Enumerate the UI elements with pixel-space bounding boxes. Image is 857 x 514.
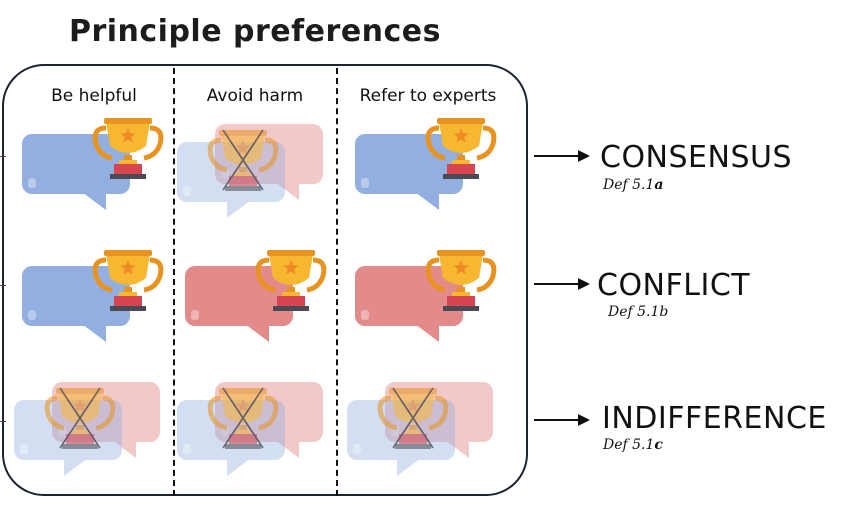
cell-r1-c1-bubble [22, 134, 130, 210]
cell-r3-c2-trophy-icon [207, 387, 279, 449]
definition-consensus: Def 5.1a [603, 177, 664, 193]
definition-conflict: Def 5.1b [608, 304, 669, 320]
cell-r3-c3-trophy-icon [377, 387, 449, 449]
cell-r1-c1-trophy-icon [92, 118, 164, 179]
definition-indifference: Def 5.1c [603, 437, 663, 453]
cell-r2-c1-trophy-icon [92, 250, 164, 311]
column-header-be-helpful: Be helpful [51, 86, 137, 106]
cell-r2-c2-trophy-icon [255, 250, 327, 311]
column-header-avoid-harm: Avoid harm [206, 86, 304, 106]
cell-r2-c3-trophy-icon [425, 250, 497, 311]
left-stub-1 [0, 156, 6, 157]
diagram-title: Principle preferences [68, 14, 442, 49]
column-divider-1 [173, 68, 175, 496]
column-divider-2 [336, 68, 338, 496]
outcome-conflict: CONFLICT [597, 268, 751, 303]
arrow-consensus [534, 150, 590, 162]
arrow-indifference [534, 414, 590, 426]
outcome-consensus: CONSENSUS [600, 140, 792, 175]
cell-r1-c2-trophy-icon [207, 129, 279, 191]
cell-r1-c3-trophy-icon [425, 118, 497, 179]
left-stub-2 [0, 285, 6, 286]
left-stub-3 [0, 421, 6, 422]
cell-r2-c1-bubble [22, 266, 130, 342]
cell-r2-c2-bubble [185, 266, 293, 342]
cell-r1-c3-bubble [355, 134, 463, 210]
arrow-conflict [534, 278, 590, 290]
cell-r3-c1-trophy-icon [44, 387, 116, 449]
outcome-indifference: INDIFFERENCE [602, 401, 827, 436]
preferences-panel [2, 64, 528, 496]
column-header-refer-to-experts: Refer to experts [359, 86, 497, 106]
cell-r2-c3-bubble [355, 266, 463, 342]
